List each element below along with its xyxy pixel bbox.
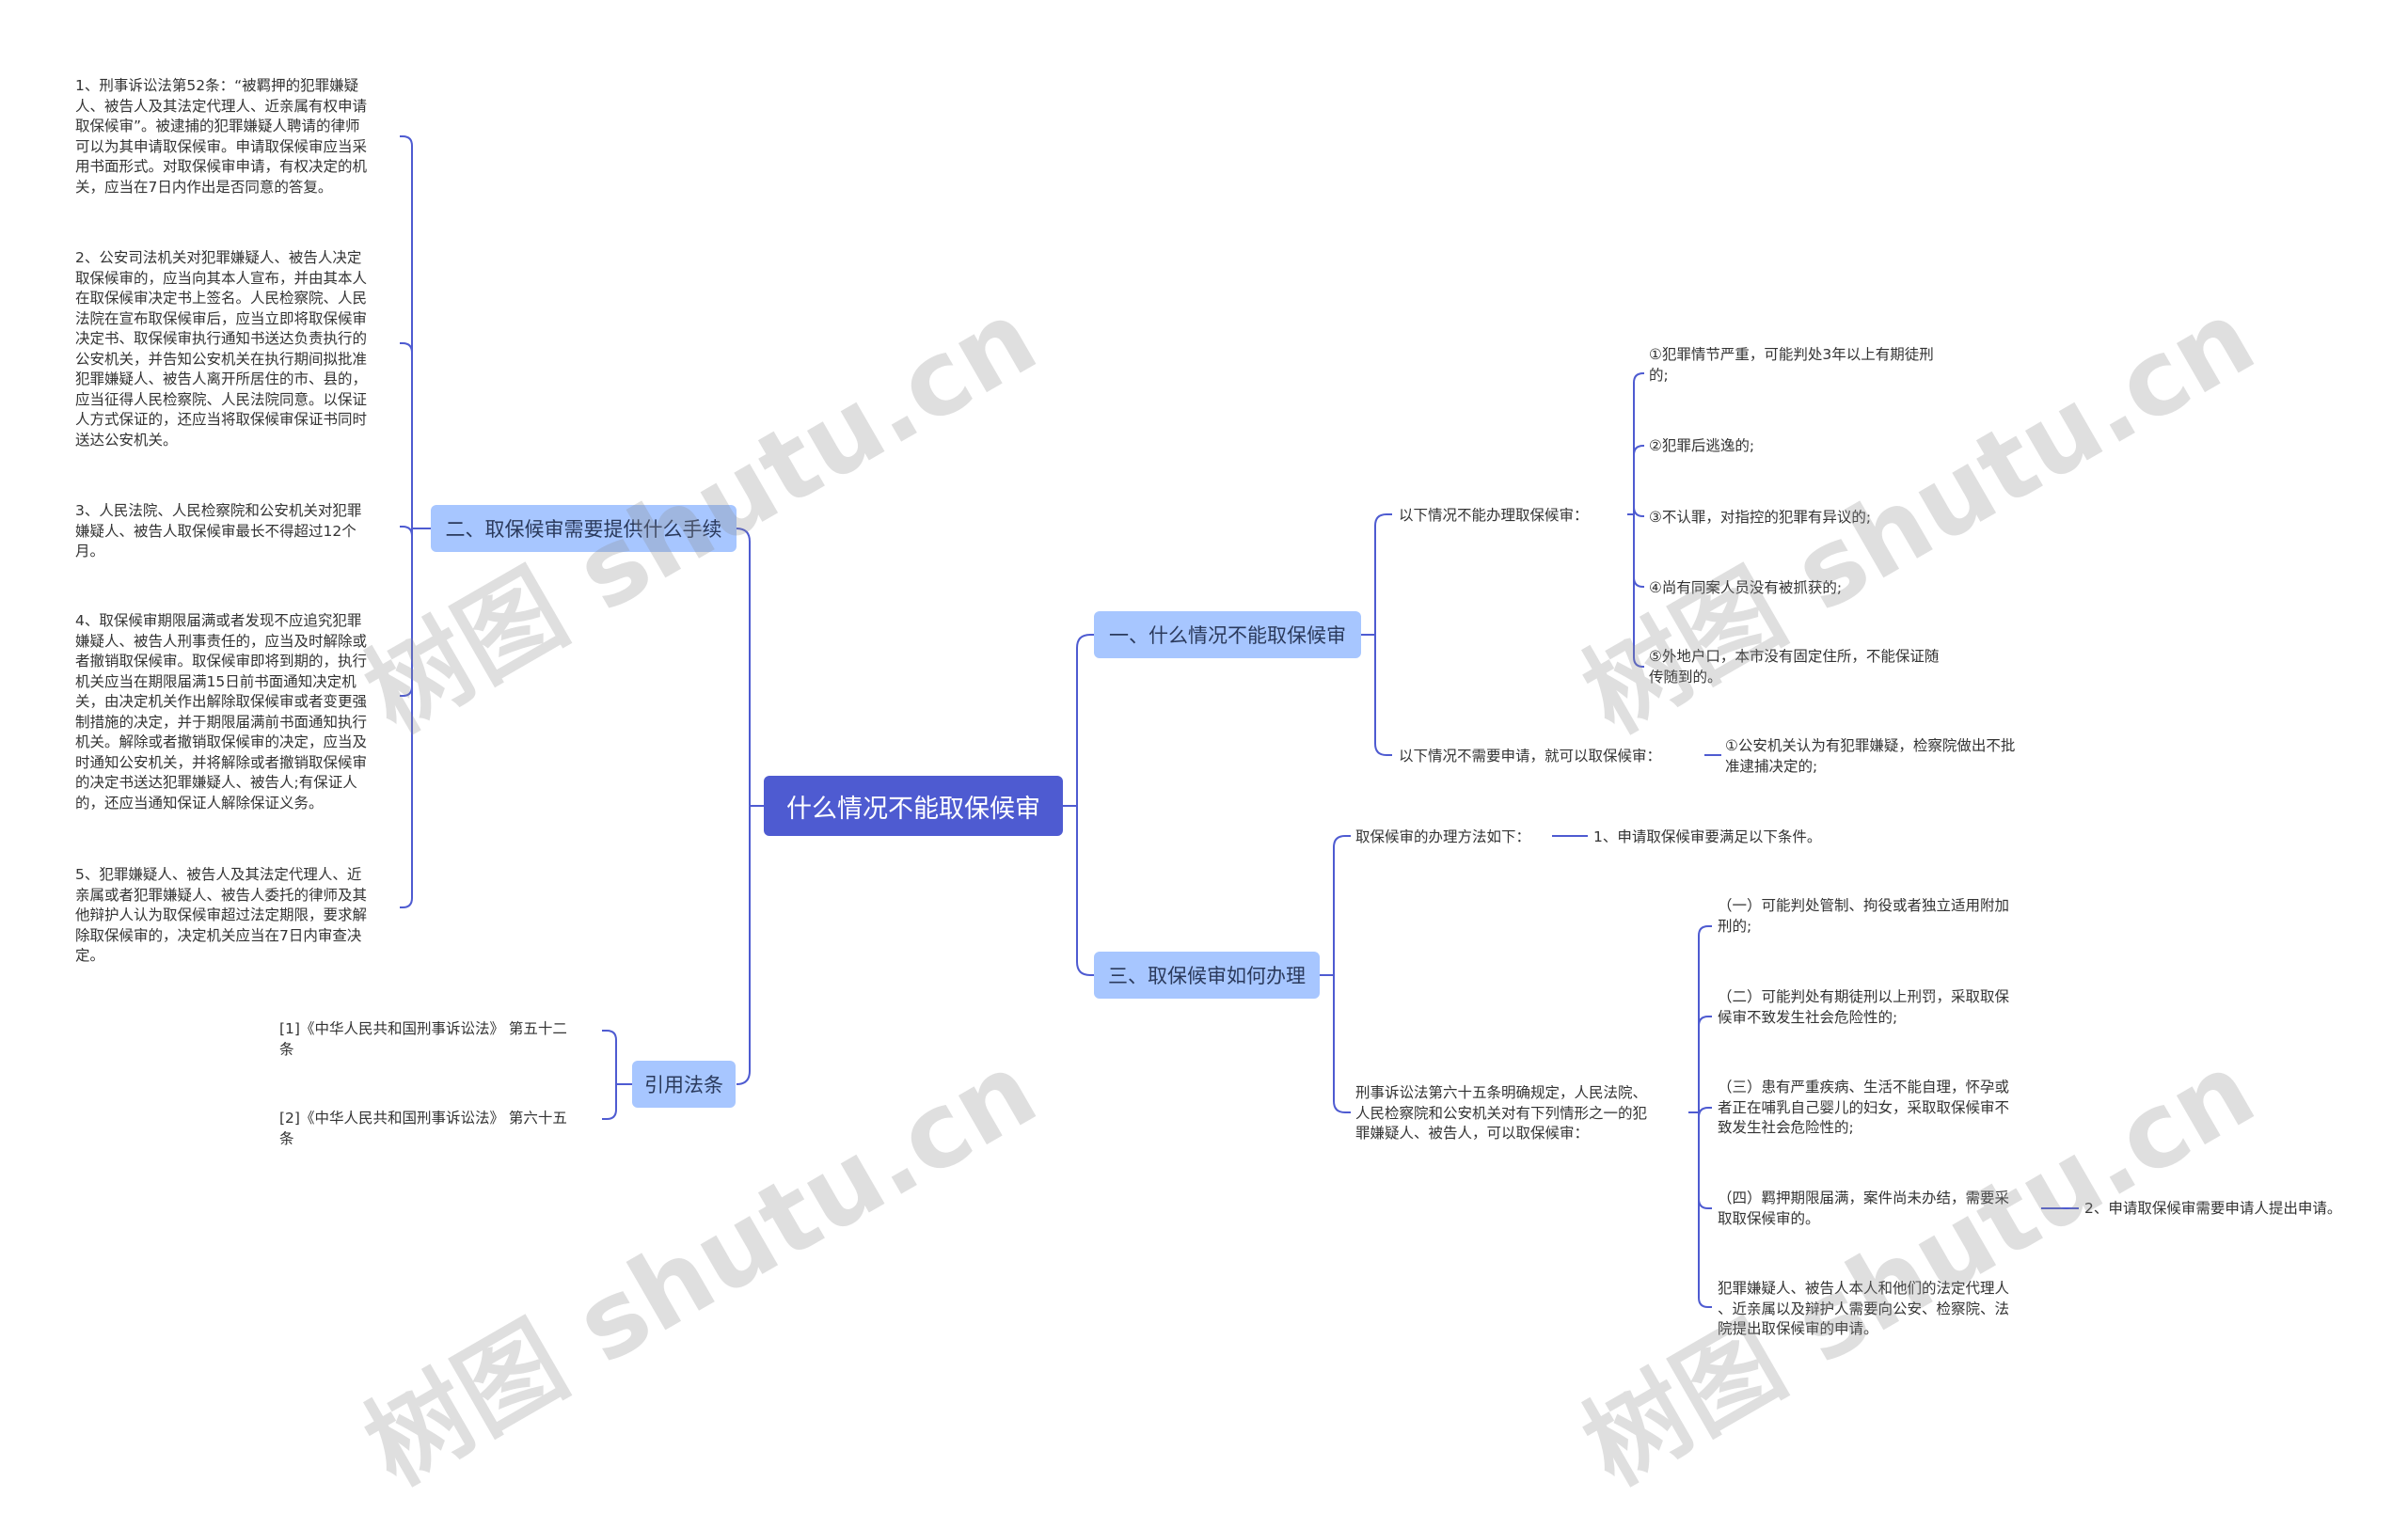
b1-g1-connector	[1633, 576, 1644, 588]
b3-g2-connector	[1698, 1107, 1712, 1118]
b3-article-item-2: （二）可能判处有期徒刑以上刑罚，采取取保 候审不致发生社会危险性的;	[1718, 988, 2010, 1026]
b3-connector	[1333, 1100, 1351, 1113]
b2-item-1: 1、刑事诉讼法第52条：“被羁押的犯罪嫌疑 人、被告人及其法定代理人、近亲属有权…	[75, 77, 368, 196]
b1-no-application-item: ①公安机关认为有犯罪嫌疑，检察院做出不批 准逮捕决定的;	[1725, 737, 2016, 775]
b1-cannot-item-5: ⑤外地户口，本市没有固定住所，不能保证随 传随到的。	[1649, 648, 1940, 686]
b1-connector	[1374, 743, 1392, 756]
b2-item-3: 3、人民法院、人民检察院和公安机关对犯罪 嫌疑人、被告人取保候审最长不得超过12…	[75, 502, 362, 559]
b3-article-item-5: 犯罪嫌疑人、被告人本人和他们的法定代理人 、近亲属以及辩护人需要向公安、检察院、…	[1718, 1280, 2010, 1337]
mind-map-canvas: 什么情况不能取保候审 一、什么情况不能取保候审 二、取保候审需要提供什么手续 三…	[75, 77, 2342, 1507]
b1-g1-connector	[1633, 506, 1644, 517]
root-topic[interactable]: 什么情况不能取保候审	[764, 776, 1063, 836]
b4-connector	[602, 1030, 617, 1041]
b4-law-citation-1: [1]《中华人民共和国刑事诉讼法》 第五十二 条	[279, 1020, 567, 1058]
b1-cannot-item-1: ①犯罪情节严重，可能判处3年以上有期徒刑 的;	[1649, 346, 1934, 384]
branch-what-situations[interactable]: 一、什么情况不能取保候审	[1094, 611, 1361, 658]
branch-how-to-handle[interactable]: 三、取保候审如何办理	[1094, 952, 1320, 999]
b3-article-item-4: （四）羁押期限届满，案件尚未办结，需要采 取取保候审的。	[1718, 1190, 2010, 1227]
root-left-connector	[736, 528, 751, 543]
b2-item-2: 2、公安司法机关对犯罪嫌疑人、被告人决定 取保候审的，应当向其本人宣布，并由其本…	[75, 249, 368, 449]
root-right-connector	[1076, 634, 1094, 649]
b4-connector	[602, 1109, 617, 1120]
b3-group-article-65: 刑事诉讼法第六十五条明确规定，人民法院、 人民检察院和公安机关对有下列情形之一的…	[1355, 1084, 1648, 1142]
connector-lines	[400, 135, 2079, 1308]
b3-group-methods: 取保候审的办理方法如下：	[1355, 828, 1531, 845]
b1-connector	[1374, 513, 1392, 527]
b3-g2-connector	[1698, 1016, 1712, 1027]
root-left-connector	[736, 1070, 751, 1085]
b3-article-item-3: （三）患有严重疾病、生活不能自理，怀孕或 者正在哺乳自己婴儿的妇女，采取取保候审…	[1718, 1079, 2010, 1136]
b2-connector	[400, 686, 413, 697]
b1-cannot-item-4: ④尚有同案人员没有被抓获的;	[1649, 579, 1843, 596]
b2-item-5: 5、犯罪嫌疑人、被告人及其法定代理人、近 亲属或者犯罪嫌疑人、被告人委托的律师及…	[75, 866, 368, 964]
b3-g2-connector	[1698, 1198, 1712, 1209]
b1-cannot-item-3: ③不认罪，对指控的犯罪有异议的;	[1649, 509, 1872, 526]
b1-group-no-application: 以下情况不需要申请，就可以取保候审：	[1399, 748, 1662, 764]
b3-article-item-4-child: 2、申请取保候审需要申请人提出申请。	[2084, 1200, 2342, 1217]
b2-connector	[400, 526, 413, 537]
b2-connector	[400, 897, 413, 908]
b3-method-condition: 1、申请取保候审要满足以下条件。	[1593, 828, 1822, 845]
branch-required-procedures[interactable]: 二、取保候审需要提供什么手续	[431, 505, 737, 552]
b2-connector	[400, 135, 413, 147]
b1-g1-connector	[1633, 372, 1644, 384]
branch-cited-laws[interactable]: 引用法条	[632, 1061, 736, 1108]
b3-g2-connector	[1698, 1297, 1712, 1308]
b1-g1-connector	[1633, 445, 1644, 456]
b2-item-4: 4、取保候审期限届满或者发现不应追究犯罪 嫌疑人、被告人刑事责任的，应当及时解除…	[75, 612, 368, 812]
b4-law-citation-2: [2]《中华人民共和国刑事诉讼法》 第六十五 条	[279, 1110, 567, 1147]
root-right-connector	[1076, 961, 1094, 976]
b3-g2-connector	[1698, 925, 1712, 937]
b3-article-item-1: （一）可能判处管制、拘役或者独立适用附加 刑的;	[1718, 897, 2010, 935]
b2-connector	[400, 342, 413, 354]
b1-cannot-item-2: ②犯罪后逃逸的;	[1649, 437, 1755, 454]
b1-group-cannot-apply: 以下情况不能办理取保候审：	[1399, 507, 1589, 524]
b1-g1-connector	[1633, 656, 1644, 668]
b3-connector	[1333, 835, 1351, 848]
